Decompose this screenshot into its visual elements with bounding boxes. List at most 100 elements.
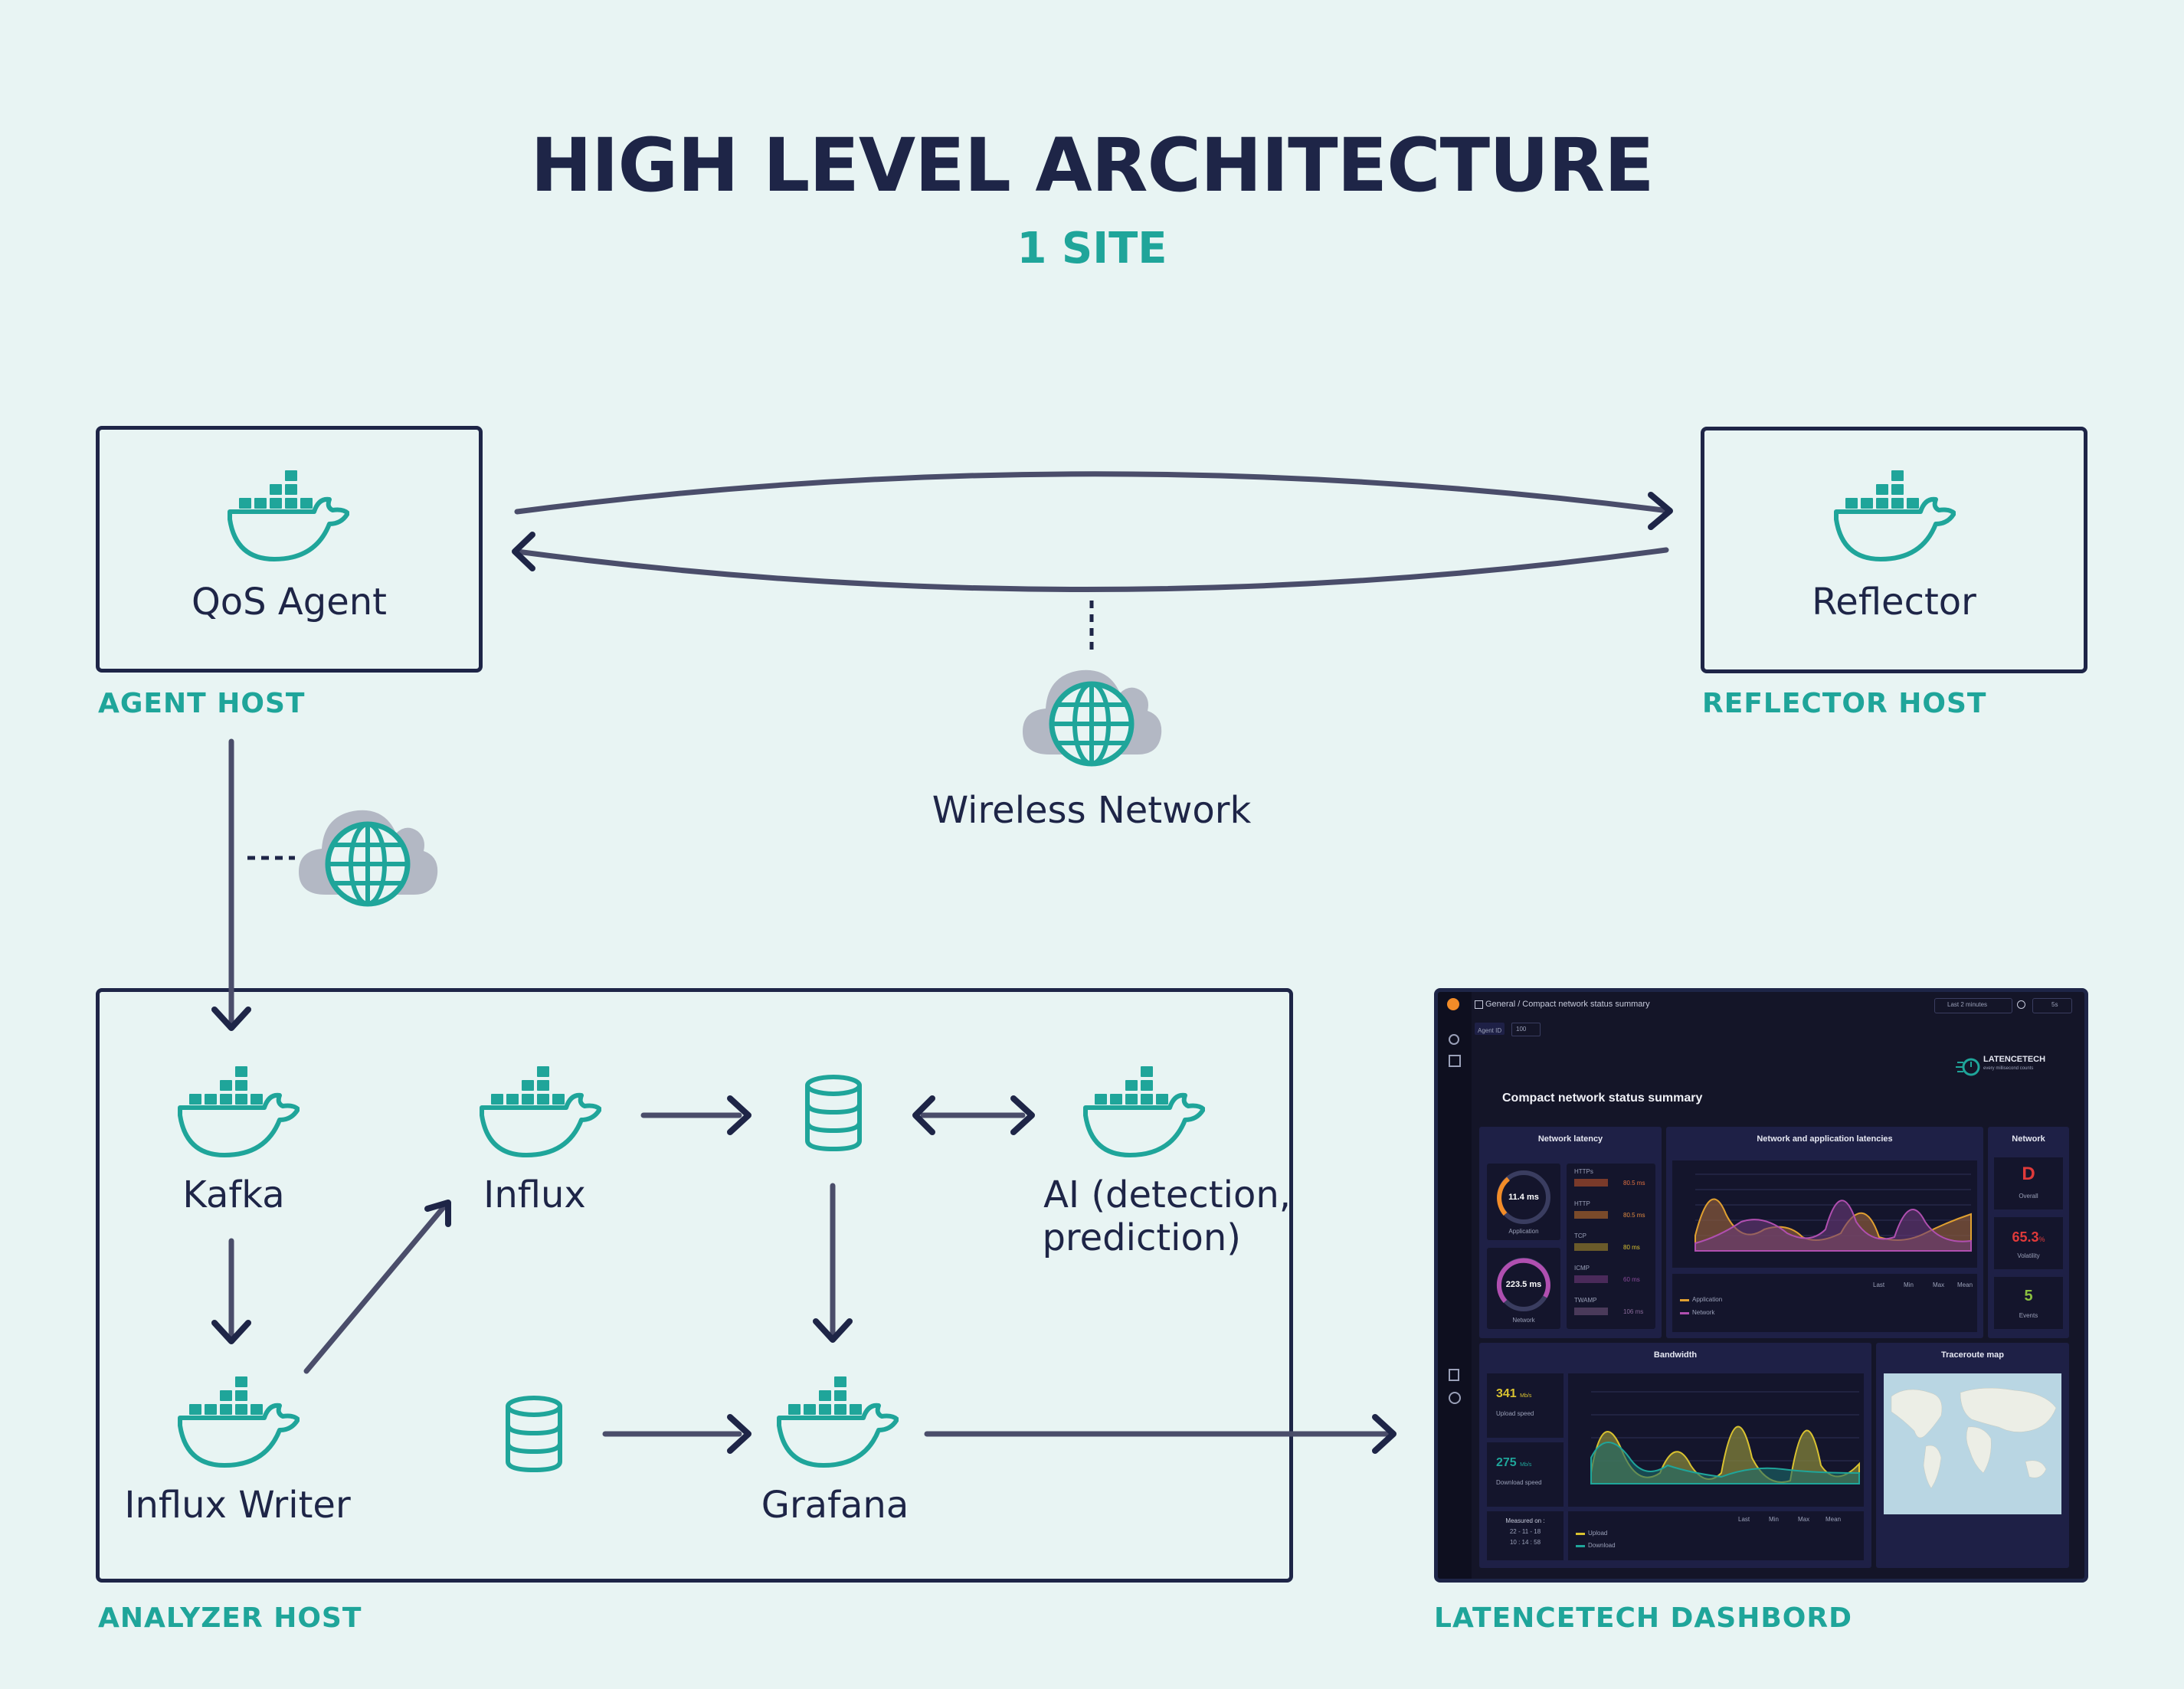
agent-host-label: AGENT HOST	[98, 688, 306, 719]
help-icon[interactable]	[1449, 1392, 1461, 1404]
application-gauge: 11.4 ms Application	[1487, 1164, 1560, 1240]
wireless-cloud-globe-icon	[1023, 669, 1162, 767]
legend-col-last: Last	[1873, 1281, 1885, 1288]
dashboard-breadcrumb[interactable]: General / Compact network status summary	[1485, 1000, 1650, 1009]
events-label: Events	[2019, 1312, 2038, 1319]
legend-swatch-network	[1680, 1312, 1689, 1314]
time-range-value: Last 2 minutes	[1947, 1001, 1988, 1008]
legend-upload[interactable]: Upload	[1588, 1530, 1608, 1537]
protocol-bar	[1574, 1308, 1608, 1315]
volatility-label: Volatility	[2017, 1252, 2040, 1259]
reflector-docker-icon	[1834, 470, 1956, 561]
dashboards-icon[interactable]	[1449, 1055, 1461, 1067]
legend-col-mean: Mean	[1825, 1516, 1842, 1523]
upload-speed-value: 341	[1496, 1387, 1517, 1400]
protocol-bar	[1574, 1179, 1608, 1187]
protocol-value: 80.5 ms	[1623, 1212, 1645, 1219]
protocol-name: TCP	[1574, 1232, 1586, 1239]
protocol-bar	[1574, 1243, 1608, 1251]
volatility-unit: %	[2038, 1236, 2045, 1243]
world-map[interactable]	[1884, 1373, 2061, 1514]
influx-docker-icon	[480, 1066, 601, 1157]
influx-writer-label: Influx Writer	[124, 1484, 351, 1527]
analyzer-host-label: ANALYZER HOST	[98, 1602, 362, 1634]
legend-download[interactable]: Download	[1588, 1542, 1616, 1549]
qos-agent-label: QoS Agent	[192, 581, 387, 624]
agent-host-box	[96, 426, 483, 673]
upload-speed-unit: Mb/s	[1520, 1393, 1532, 1399]
download-speed-tile: 275 Mb/s Download speed	[1487, 1442, 1564, 1507]
ai-label-line2: prediction)	[1042, 1216, 1241, 1259]
search-icon[interactable]	[1449, 1034, 1459, 1045]
brand-name: LATENCETECH	[1983, 1055, 2046, 1064]
dashboard-sidebar	[1438, 992, 1472, 1579]
latencies-area-chart	[1672, 1160, 1977, 1268]
refresh-value: 5s	[2051, 1001, 2058, 1008]
agent-id-select[interactable]: 100	[1511, 1023, 1541, 1036]
latencies-legend: Last Min Max Mean Application Network	[1672, 1274, 1977, 1332]
agent-cloud-globe-icon	[299, 810, 438, 907]
measured-on-tile: Measured on : 22 - 11 - 18 10 : 14 : 58	[1487, 1511, 1564, 1560]
network-latency-panel: Network latency 11.4 ms Application 223.…	[1479, 1127, 1662, 1338]
legend-swatch-application	[1680, 1299, 1689, 1301]
grafana-label: Grafana	[761, 1484, 909, 1527]
bandwidth-panel: Bandwidth 341 Mb/s Upload speed 275 Mb/s…	[1479, 1343, 1871, 1568]
page-title: HIGH LEVEL ARCHITECTURE	[530, 123, 1654, 208]
events-tile: 5 Events	[1994, 1277, 2063, 1329]
reflector-label: Reflector	[1812, 581, 1976, 624]
legend-col-min: Min	[1904, 1281, 1914, 1288]
overall-grade-value: D	[2022, 1164, 2035, 1184]
overall-grade-label: Overall	[2019, 1193, 2038, 1200]
events-value: 5	[2024, 1288, 2033, 1304]
reflector-host-box	[1701, 427, 2087, 673]
download-speed-value: 275	[1496, 1456, 1517, 1469]
protocol-bars: HTTPs 80.5 ms HTTP 80.5 ms TCP 80 ms ICM…	[1567, 1164, 1655, 1329]
sign-in-icon[interactable]	[1449, 1369, 1459, 1381]
ai-docker-icon	[1083, 1066, 1205, 1157]
arrowhead-to-agent	[512, 532, 535, 571]
network-latency-label: Network	[1512, 1317, 1535, 1324]
legend-swatch-upload	[1576, 1533, 1585, 1535]
protocol-name: HTTPs	[1574, 1168, 1593, 1175]
network-latency-value: 223.5 ms	[1505, 1280, 1542, 1289]
refresh-picker[interactable]: 5s	[2032, 998, 2072, 1013]
zoom-out-icon[interactable]	[2017, 1000, 2025, 1009]
link-reflector-to-agent	[514, 547, 1669, 592]
legend-network[interactable]: Network	[1692, 1309, 1715, 1316]
download-speed-label: Download speed	[1496, 1479, 1542, 1486]
traceroute-map-panel: Traceroute map	[1876, 1343, 2069, 1568]
arrowhead-to-reflector	[1648, 492, 1673, 530]
latencies-chart-title: Network and application latencies	[1757, 1134, 1893, 1144]
measured-on-date: 22 - 11 - 18	[1509, 1528, 1541, 1535]
download-speed-unit: Mb/s	[1520, 1462, 1532, 1468]
influx-label: Influx	[483, 1173, 586, 1216]
kafka-label: Kafka	[182, 1173, 285, 1216]
database-icon	[805, 1075, 862, 1151]
time-range-picker[interactable]: Last 2 minutes	[1934, 998, 2012, 1013]
reflector-host-label: REFLECTOR HOST	[1702, 688, 1987, 719]
volatility-tile: 65.3% Volatility	[1994, 1217, 2063, 1269]
upload-speed-row: 341 Mb/s	[1496, 1387, 1531, 1401]
influx-writer-docker-icon	[178, 1376, 300, 1468]
legend-col-last: Last	[1738, 1516, 1750, 1523]
network-gauge: 223.5 ms Network	[1487, 1248, 1560, 1329]
brand-tagline: every millisecond counts	[1983, 1066, 2034, 1071]
legend-col-max: Max	[1933, 1281, 1945, 1288]
legend-application[interactable]: Application	[1692, 1296, 1723, 1303]
grafana-logo-icon[interactable]	[1447, 998, 1459, 1010]
qos-agent-docker-icon	[228, 470, 349, 561]
protocol-bar	[1574, 1211, 1608, 1219]
upload-speed-tile: 341 Mb/s Upload speed	[1487, 1373, 1564, 1438]
link-agent-to-reflector	[514, 471, 1672, 515]
protocol-value: 106 ms	[1623, 1308, 1644, 1315]
volatility-value: 65.3	[2012, 1229, 2039, 1245]
legend-col-mean: Mean	[1957, 1281, 1973, 1288]
agent-id-variable[interactable]: Agent ID	[1475, 1023, 1505, 1035]
analyzer-host-box	[96, 988, 1293, 1583]
protocol-name: TWAMP	[1574, 1297, 1597, 1304]
bandwidth-title: Bandwidth	[1653, 1350, 1698, 1360]
overall-grade-tile: D Overall	[1994, 1157, 2063, 1209]
protocol-value: 80 ms	[1623, 1244, 1640, 1251]
protocol-name: HTTP	[1574, 1200, 1590, 1207]
